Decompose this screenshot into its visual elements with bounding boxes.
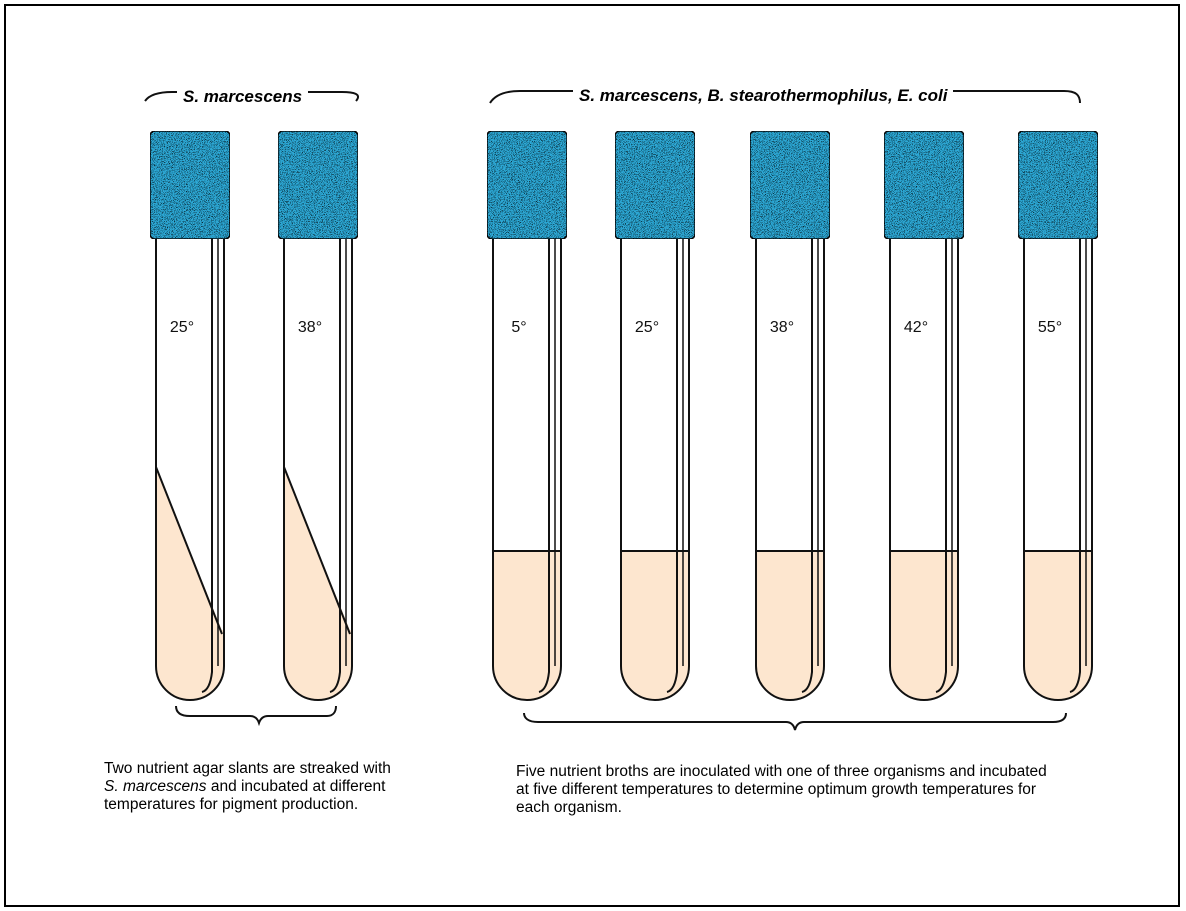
tube-2: 38° — [277, 130, 359, 701]
tube-cap — [1017, 130, 1099, 240]
tube-glass — [620, 238, 690, 701]
temperature-label: 38° — [298, 319, 322, 336]
broth-medium — [1024, 551, 1092, 700]
right-caption: Five nutrient broths are inoculated with… — [516, 763, 1047, 816]
tube-6: 42° — [883, 130, 965, 701]
tube-glass — [755, 238, 825, 701]
broth-medium — [493, 551, 561, 700]
agar-slant — [156, 467, 224, 700]
broth-medium — [756, 551, 824, 700]
tube-1: 25° — [149, 130, 231, 701]
tube-cap — [486, 130, 568, 240]
tube-inner-wall — [329, 238, 341, 693]
tube-7: 55° — [1017, 130, 1099, 701]
bottom-brace-left — [175, 705, 337, 727]
right-group-header: S. marcescens, B. stearothermophilus, E.… — [573, 86, 954, 106]
tube-inner-wall — [1069, 238, 1081, 693]
tube-cap — [749, 130, 831, 240]
tube-3: 5° — [486, 130, 568, 701]
tube-inner-wall — [801, 238, 813, 693]
tube-inner-wall — [201, 238, 213, 693]
tube-glass — [889, 238, 959, 701]
temperature-label: 5° — [511, 319, 526, 336]
broth-medium — [890, 551, 958, 700]
tube-5: 38° — [749, 130, 831, 701]
tube-cap — [614, 130, 696, 240]
tube-glass — [283, 238, 353, 701]
agar-slant — [284, 467, 352, 700]
tube-inner-wall — [538, 238, 550, 693]
left-group-header: S. marcescens — [177, 87, 309, 107]
tube-inner-wall — [666, 238, 678, 693]
tube-inner-wall — [935, 238, 947, 693]
tube-4: 25° — [614, 130, 696, 701]
temperature-label: 38° — [770, 319, 794, 336]
temperature-label: 42° — [904, 319, 928, 336]
tube-glass — [1023, 238, 1093, 701]
broth-medium — [621, 551, 689, 700]
temperature-label: 55° — [1038, 319, 1062, 336]
temperature-label: 25° — [635, 319, 659, 336]
tube-glass — [492, 238, 562, 701]
left-caption: Two nutrient agar slants are streaked wi… — [104, 760, 391, 813]
tube-cap — [149, 130, 231, 240]
tube-cap — [883, 130, 965, 240]
bottom-brace-right — [523, 712, 1067, 731]
figure-frame — [4, 4, 1180, 907]
tube-glass — [155, 238, 225, 701]
tube-cap — [277, 130, 359, 240]
temperature-label: 25° — [170, 319, 194, 336]
